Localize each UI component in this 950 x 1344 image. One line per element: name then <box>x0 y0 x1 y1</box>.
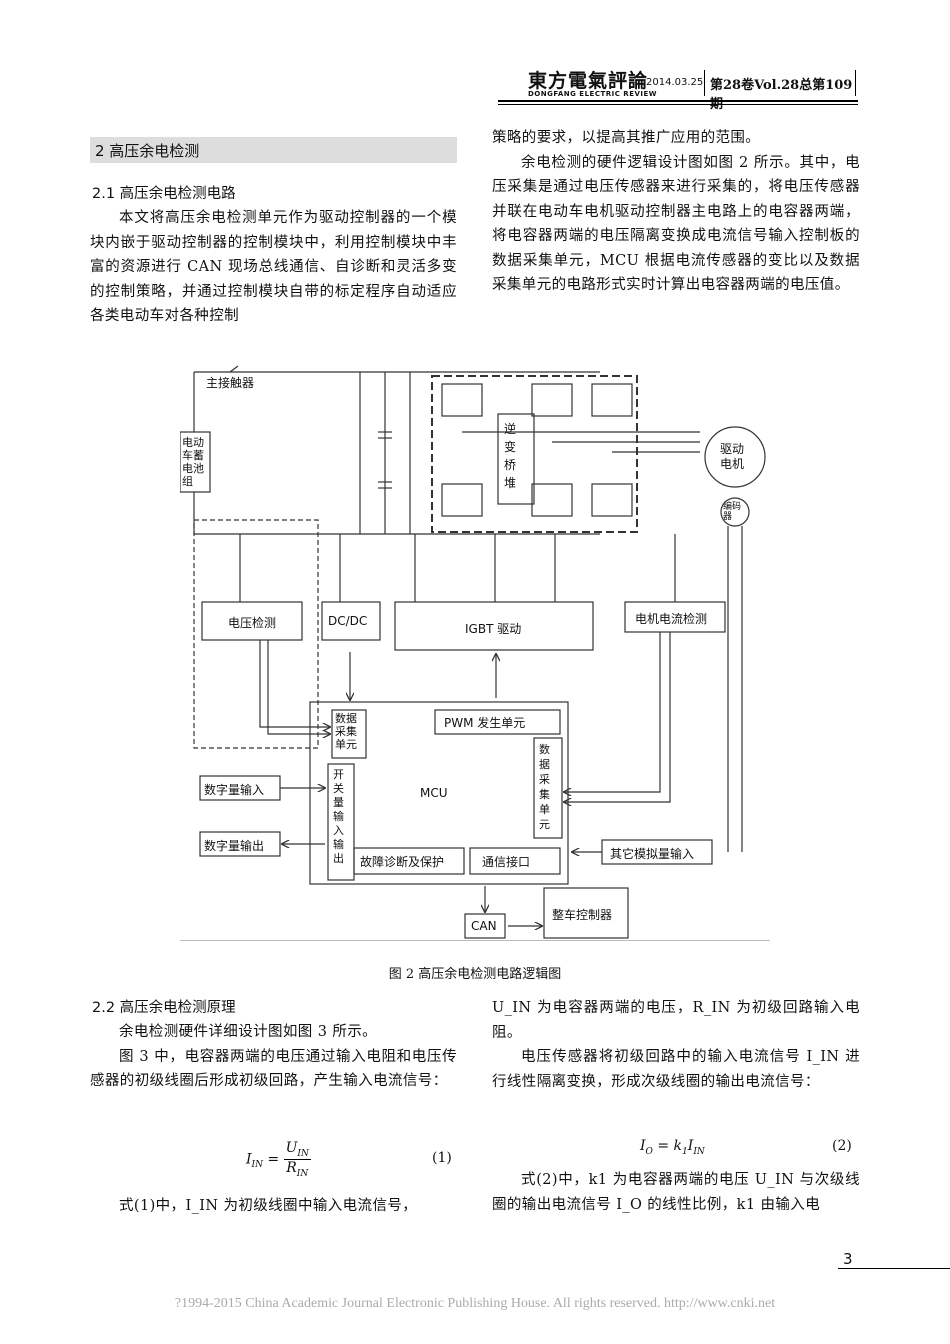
header-rule <box>498 100 858 102</box>
label-mcu: MCU <box>420 786 448 800</box>
section-heading: 2 高压余电检测 <box>95 142 200 160</box>
label-switch-io: 开关量输入输出 <box>333 768 344 865</box>
paragraph: 图 3 中，电容器两端的电压通过输入电阻和电压传感器的初级线圈后形成初级回路，产… <box>90 1048 457 1090</box>
label-digital-in: 数字量输入 <box>204 783 265 797</box>
header-rule-thin <box>498 104 858 105</box>
voltage-detect-region <box>193 519 319 749</box>
equation-2: IO = k1IIN <box>640 1138 705 1157</box>
encoder-circle <box>720 497 750 527</box>
header-divider-end <box>855 70 856 96</box>
journal-logo: 東方電氣評論 <box>528 70 649 92</box>
page-number: 3 <box>843 1250 853 1268</box>
voltage-detect-box <box>201 601 303 641</box>
journal-header: 東方電氣評論 DONGFANG ELECTRIC REVIEW 2014.03.… <box>498 68 858 112</box>
label-digital-out: 数字量输出 <box>204 839 265 853</box>
label-vcu: 整车控制器 <box>552 908 613 922</box>
figure-2-diagram: 主接触器 电动车蓄电池组 逆变桥堆 驱动电机 编码器 电压检测 DC/DC IG… <box>179 362 770 944</box>
paragraph: U_IN 为电容器两端的电压，R_IN 为初级回路输入电阻。 <box>492 1000 860 1041</box>
equation-1-number: (1) <box>432 1150 452 1166</box>
subsection-heading-2-2: 2.2 高压余电检测原理 <box>92 1000 236 1016</box>
label-encoder: 编码器 <box>723 502 742 522</box>
label-data-acq-2: 数据采集单元 <box>539 743 550 831</box>
left-column-top: 本文将高压余电检测单元作为驱动控制器的一个模块内嵌于驱动控制器的控制模块中，利用… <box>90 206 457 329</box>
label-igbt-drive: IGBT 驱动 <box>465 622 522 636</box>
paragraph: 式(1)中，I_IN 为初级线圈中输入电流信号， <box>119 1198 418 1214</box>
label-other-analog: 其它模拟量输入 <box>610 847 695 861</box>
paragraph: 式(2)中，k1 为电容器两端的电压 U_IN 与次级线圈的输出电流信号 I_O… <box>492 1172 860 1213</box>
equation-2-number: (2) <box>832 1138 852 1154</box>
issue-volume: 第28卷Vol.28总第109期 <box>710 78 853 112</box>
paragraph: 策略的要求，以提高其推广应用的范围。 <box>492 130 761 146</box>
section-heading-bar <box>90 137 457 163</box>
motor-circle <box>704 426 766 488</box>
header-divider <box>704 70 705 96</box>
figure-bottom-rule <box>180 940 770 941</box>
label-motor-current: 电机电流检测 <box>635 612 708 626</box>
right-column-tail: 式(2)中，k1 为电容器两端的电压 U_IN 与次级线圈的输出电流信号 I_O… <box>492 1168 860 1217</box>
igbt-drive-box <box>394 601 594 651</box>
left-column-bottom: 余电检测硬件详细设计图如图 3 所示。 图 3 中，电容器两端的电压通过输入电阻… <box>90 1020 457 1094</box>
inverter-box <box>431 375 638 533</box>
label-motor: 驱动电机 <box>720 442 745 471</box>
journal-logo-en: DONGFANG ELECTRIC REVIEW <box>528 90 658 98</box>
label-pwm: PWM 发生单元 <box>444 716 526 730</box>
paragraph: 余电检测硬件详细设计图如图 3 所示。 <box>119 1024 378 1040</box>
label-contactor: 主接触器 <box>206 376 255 390</box>
paragraph: 余电检测的硬件逻辑设计图如图 2 所示。其中，电压采集是通过电压传感器来进行采集… <box>492 154 860 294</box>
label-comm: 通信接口 <box>482 855 531 869</box>
paragraph: 本文将高压余电检测单元作为驱动控制器的一个模块内嵌于驱动控制器的控制模块中，利用… <box>90 210 457 324</box>
subsection-heading-2-1: 2.1 高压余电检测电路 <box>92 186 236 202</box>
figure-caption: 图 2 高压余电检测电路逻辑图 <box>388 967 562 982</box>
label-battery: 电动车蓄电池组 <box>182 436 204 488</box>
label-data-acq-1: 数据采集单元 <box>335 712 357 751</box>
copyright-footer: ?1994-2015 China Academic Journal Electr… <box>174 1296 776 1311</box>
right-column-bottom: U_IN 为电容器两端的电压，R_IN 为初级回路输入电阻。 电压传感器将初级回… <box>492 996 860 1094</box>
dcdc-box <box>321 601 381 641</box>
battery-box <box>179 431 211 493</box>
page-number-rule <box>838 1268 950 1269</box>
paragraph: 电压传感器将初级回路中的输入电流信号 I_IN 进行线性隔离变换，形成次级线圈的… <box>492 1049 860 1090</box>
label-dcdc: DC/DC <box>328 614 368 628</box>
circuit-diagram <box>179 365 766 939</box>
label-fault: 故障诊断及保护 <box>360 855 445 869</box>
label-can: CAN <box>471 919 497 933</box>
issue-date: 2014.03.25 <box>646 77 704 88</box>
label-voltage-detect: 电压检测 <box>228 616 277 630</box>
left-column-tail: 式(1)中，I_IN 为初级线圈中输入电流信号， <box>90 1194 457 1219</box>
label-inverter: 逆变桥堆 <box>504 422 517 490</box>
right-column-top: 策略的要求，以提高其推广应用的范围。 余电检测的硬件逻辑设计图如图 2 所示。其… <box>492 126 860 298</box>
inverter-label-box <box>497 413 535 505</box>
